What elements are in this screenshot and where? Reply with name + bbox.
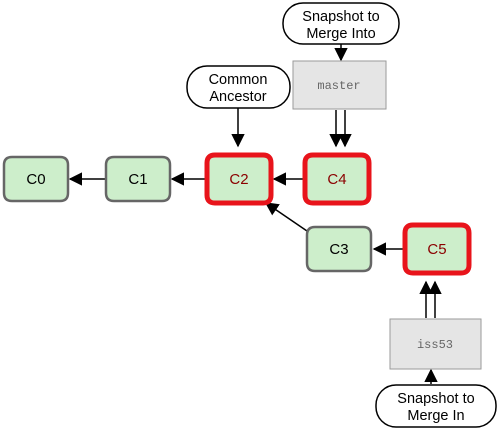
commit-c0-label: C0 bbox=[26, 171, 45, 188]
callout-merge-into-line1: Snapshot to bbox=[302, 9, 379, 25]
branch-master-label: master bbox=[317, 79, 360, 93]
callout-merge-into: Snapshot to Merge Into bbox=[282, 2, 400, 45]
commit-c4: C4 bbox=[302, 152, 372, 206]
commit-c3-label: C3 bbox=[329, 241, 348, 258]
callout-merge-into-line2: Merge Into bbox=[306, 26, 375, 42]
commit-c2-label: C2 bbox=[229, 171, 248, 188]
commit-c3-shape bbox=[305, 225, 373, 273]
commit-c1-shape bbox=[104, 155, 172, 203]
branch-iss53-box bbox=[389, 318, 482, 370]
callout-common-ancestor-line1: Common bbox=[209, 72, 268, 88]
commit-c1-label: C1 bbox=[128, 171, 147, 188]
commit-c3: C3 bbox=[305, 225, 373, 273]
commit-c0-shape bbox=[2, 155, 70, 203]
callout-merge-in-bubble bbox=[375, 384, 497, 428]
branch-iss53-label: iss53 bbox=[417, 338, 453, 352]
branch-master-box bbox=[292, 60, 387, 110]
arrows bbox=[68, 44, 442, 384]
callout-common-ancestor-line2: Ancestor bbox=[209, 89, 266, 105]
commit-c4-shape bbox=[302, 152, 372, 206]
commit-c4-label: C4 bbox=[327, 171, 346, 188]
callout-merge-in-line2: Merge In bbox=[407, 408, 464, 424]
commit-c5-label: C5 bbox=[427, 241, 446, 258]
commit-c5: C5 bbox=[402, 222, 472, 276]
commit-c2-shape bbox=[204, 152, 274, 206]
callout-merge-in: Snapshot to Merge In bbox=[375, 384, 497, 428]
commit-c0: C0 bbox=[2, 155, 70, 203]
callout-merge-into-bubble bbox=[282, 2, 400, 45]
callout-common-ancestor: Common Ancestor bbox=[186, 65, 291, 109]
branch-master: master bbox=[292, 60, 387, 110]
commit-c1: C1 bbox=[104, 155, 172, 203]
commit-c2: C2 bbox=[204, 152, 274, 206]
callout-common-ancestor-bubble bbox=[186, 65, 291, 109]
commit-c5-shape bbox=[402, 222, 472, 276]
branch-iss53: iss53 bbox=[389, 318, 482, 370]
callout-merge-in-line1: Snapshot to bbox=[397, 391, 474, 407]
arrow-c3-to-c2 bbox=[264, 202, 308, 232]
